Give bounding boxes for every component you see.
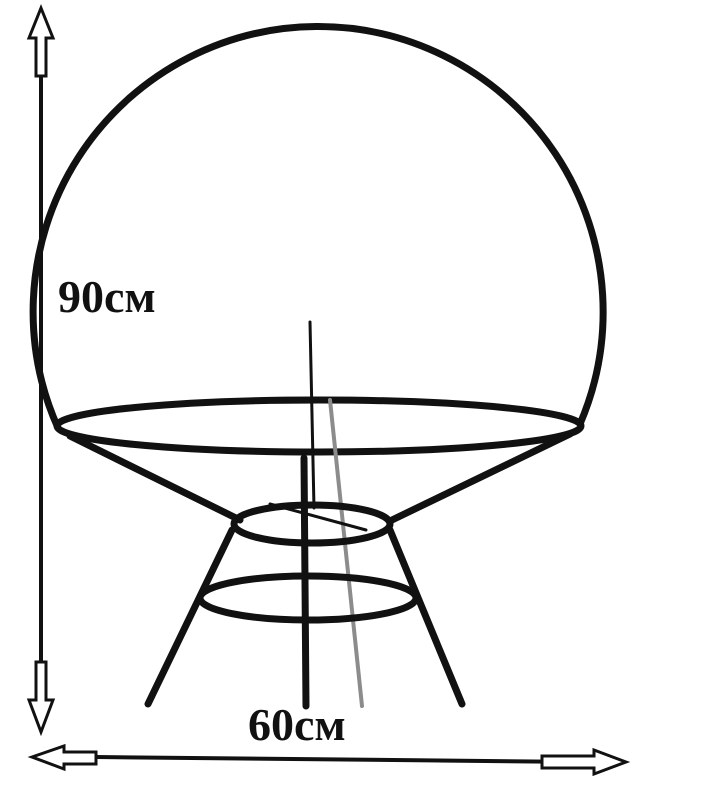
sphere-arc <box>29 23 607 432</box>
down-arrow-icon <box>26 660 56 737</box>
sphere-frame <box>29 23 607 524</box>
height-label: 90см <box>58 271 156 322</box>
support-rod-gray <box>328 398 364 708</box>
support-rods <box>268 320 368 710</box>
width-dimension-arrow <box>27 743 631 777</box>
width-label: 60см <box>248 699 346 750</box>
stand-frame <box>144 501 466 708</box>
left-leg <box>144 526 236 708</box>
right-leg <box>386 526 466 708</box>
top-stand-ring <box>230 501 394 547</box>
width-dimension-line <box>95 755 587 764</box>
up-arrow-icon <box>26 3 56 78</box>
left-arrow-icon <box>27 743 98 772</box>
funnel-left-side <box>66 432 244 524</box>
center-pole <box>300 454 310 710</box>
funnel-right-side <box>388 430 574 524</box>
thin-rod <box>308 320 316 510</box>
right-arrow-icon <box>540 747 631 777</box>
sphere-base-ring <box>53 396 585 456</box>
